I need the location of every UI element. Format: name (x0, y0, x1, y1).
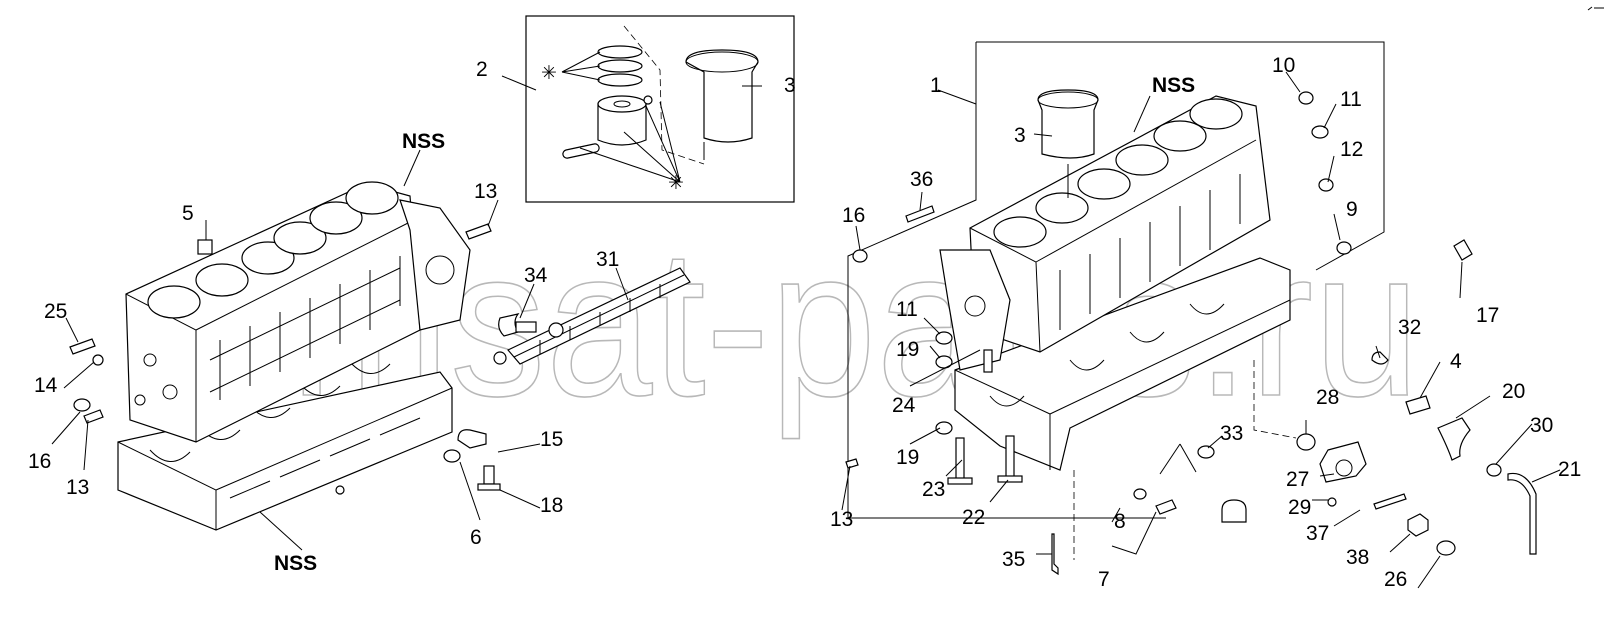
callout-19-top: 19 (896, 338, 919, 361)
callout-17: 17 (1476, 304, 1499, 327)
callout-13-left: 13 (66, 476, 89, 499)
callout-15: 15 (540, 428, 563, 451)
callout-20: 20 (1502, 380, 1525, 403)
left-cylinder-block (117, 181, 471, 531)
corner-mark-icon (1587, 6, 1604, 11)
callout-21: 21 (1558, 458, 1581, 481)
callout-3-right: 3 (1014, 124, 1026, 147)
callout-9: 9 (1346, 198, 1358, 221)
nss-label-left-top: NSS (402, 130, 445, 153)
callout-3-inset: 3 (784, 74, 796, 97)
callout-14: 14 (34, 374, 58, 397)
callout-6: 6 (470, 526, 482, 549)
callout-35: 35 (1002, 548, 1025, 571)
callout-27: 27 (1286, 468, 1309, 491)
callout-26: 26 (1384, 568, 1407, 591)
leader-lines (51, 71, 1561, 589)
callout-7: 7 (1098, 568, 1110, 591)
callout-labels: 2 3 NSS 13 5 25 14 16 13 34 31 15 18 6 N… (28, 54, 1581, 591)
callout-1: 1 (930, 74, 942, 97)
right-small-parts (845, 91, 1537, 576)
callout-11-right: 11 (1340, 88, 1362, 111)
callout-33: 33 (1220, 422, 1243, 445)
piston-liner-inset (525, 15, 795, 203)
callout-10: 10 (1272, 54, 1295, 77)
callout-30: 30 (1530, 414, 1553, 437)
callout-16-left: 16 (28, 450, 51, 473)
asterisk-piston: ✳ (668, 173, 684, 194)
nss-label-right-top: NSS (1152, 74, 1195, 97)
callout-32: 32 (1398, 316, 1421, 339)
callout-23: 23 (922, 478, 945, 501)
callout-28: 28 (1316, 386, 1339, 409)
callout-16-right: 16 (842, 204, 865, 227)
callout-4: 4 (1450, 350, 1462, 373)
callout-37: 37 (1306, 522, 1329, 545)
callout-13-top: 13 (474, 180, 497, 203)
left-small-parts (69, 223, 501, 495)
nss-label-left-bottom: NSS (274, 552, 317, 575)
callout-29: 29 (1288, 496, 1311, 519)
callout-36: 36 (910, 168, 933, 191)
asterisk-rings: ✳ (541, 63, 557, 84)
callout-11-left: 11 (896, 298, 918, 321)
callout-13-right: 13 (830, 508, 853, 531)
callout-31: 31 (596, 248, 619, 271)
callout-19-bottom: 19 (896, 446, 919, 469)
callout-2: 2 (476, 58, 488, 81)
callout-34: 34 (524, 264, 548, 287)
callout-18: 18 (540, 494, 563, 517)
right-cylinder-liner (1037, 89, 1099, 198)
callout-38: 38 (1346, 546, 1369, 569)
callout-12: 12 (1340, 138, 1363, 161)
callout-22: 22 (962, 506, 985, 529)
callout-25: 25 (44, 300, 67, 323)
callout-5: 5 (182, 202, 194, 225)
callout-8: 8 (1114, 510, 1126, 533)
callout-24: 24 (892, 394, 916, 417)
right-cylinder-block (939, 95, 1297, 560)
oil-gallery-parts (493, 267, 691, 365)
